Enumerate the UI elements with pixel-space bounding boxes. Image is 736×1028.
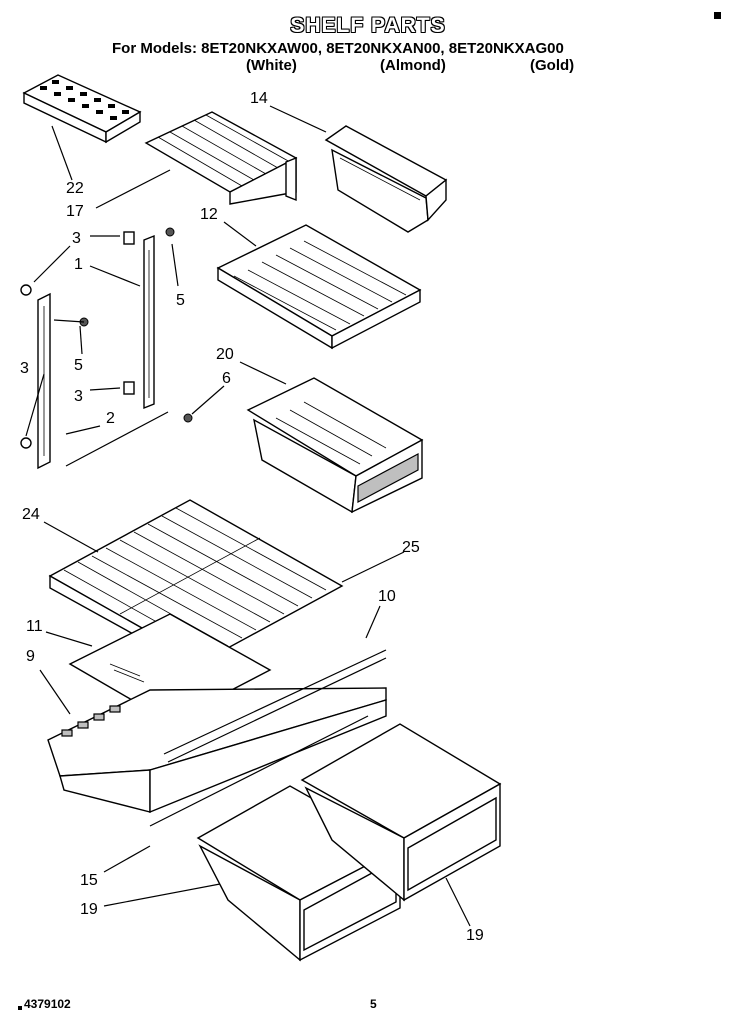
label-3-upper-right: 3 (72, 230, 81, 247)
label-15: 15 (80, 872, 98, 889)
models-line: For Models: 8ET20NKXAW00, 8ET20NKXAN00, … (112, 40, 564, 57)
door-bin-part (324, 125, 448, 233)
label-10: 10 (378, 588, 396, 605)
label-19-right: 19 (466, 927, 484, 944)
label-24: 24 (22, 506, 40, 523)
label-25: 25 (402, 539, 420, 556)
small-wire-shelf-part (144, 111, 298, 205)
document-number: 4379102 (24, 997, 71, 1011)
label-19-left: 19 (80, 901, 98, 918)
rail-clip-top (123, 231, 135, 245)
color-gold-label: (Gold) (530, 57, 575, 74)
rail-cap-lower (20, 437, 32, 449)
rail-clip-bottom (123, 381, 135, 395)
label-5-lower: 5 (74, 357, 83, 374)
shelf-ladder-rail-right (143, 234, 155, 410)
screw-upper (165, 227, 175, 237)
label-12: 12 (200, 206, 218, 223)
label-17: 17 (66, 203, 84, 220)
label-3-left: 3 (20, 360, 29, 377)
label-14: 14 (250, 90, 268, 107)
label-20: 20 (216, 346, 234, 363)
diagram-title: SHELF PARTS (290, 14, 446, 37)
shelf-ladder-rail-left (37, 292, 51, 470)
crisper-drawer-right-part (300, 723, 502, 902)
meat-pan-part (246, 377, 424, 514)
leader-lines (25, 105, 471, 927)
label-3-lower-right: 3 (74, 388, 83, 405)
footer-dot (18, 1006, 22, 1010)
color-almond-label: (Almond) (380, 57, 446, 74)
label-11: 11 (26, 618, 43, 635)
crisper-frame-part (47, 649, 387, 827)
label-2: 2 (106, 410, 115, 427)
label-5-upper: 5 (176, 292, 185, 309)
label-6: 6 (222, 370, 231, 387)
screw-lower (183, 413, 193, 423)
rail-cap-upper (20, 284, 32, 296)
ice-tray-part (22, 74, 142, 144)
color-white-label: (White) (246, 57, 297, 74)
corner-mark (714, 12, 721, 19)
glass-shelf-part (216, 224, 422, 350)
label-1: 1 (74, 256, 83, 273)
label-22: 22 (66, 180, 84, 197)
label-9: 9 (26, 648, 35, 665)
page-number: 5 (370, 997, 377, 1011)
